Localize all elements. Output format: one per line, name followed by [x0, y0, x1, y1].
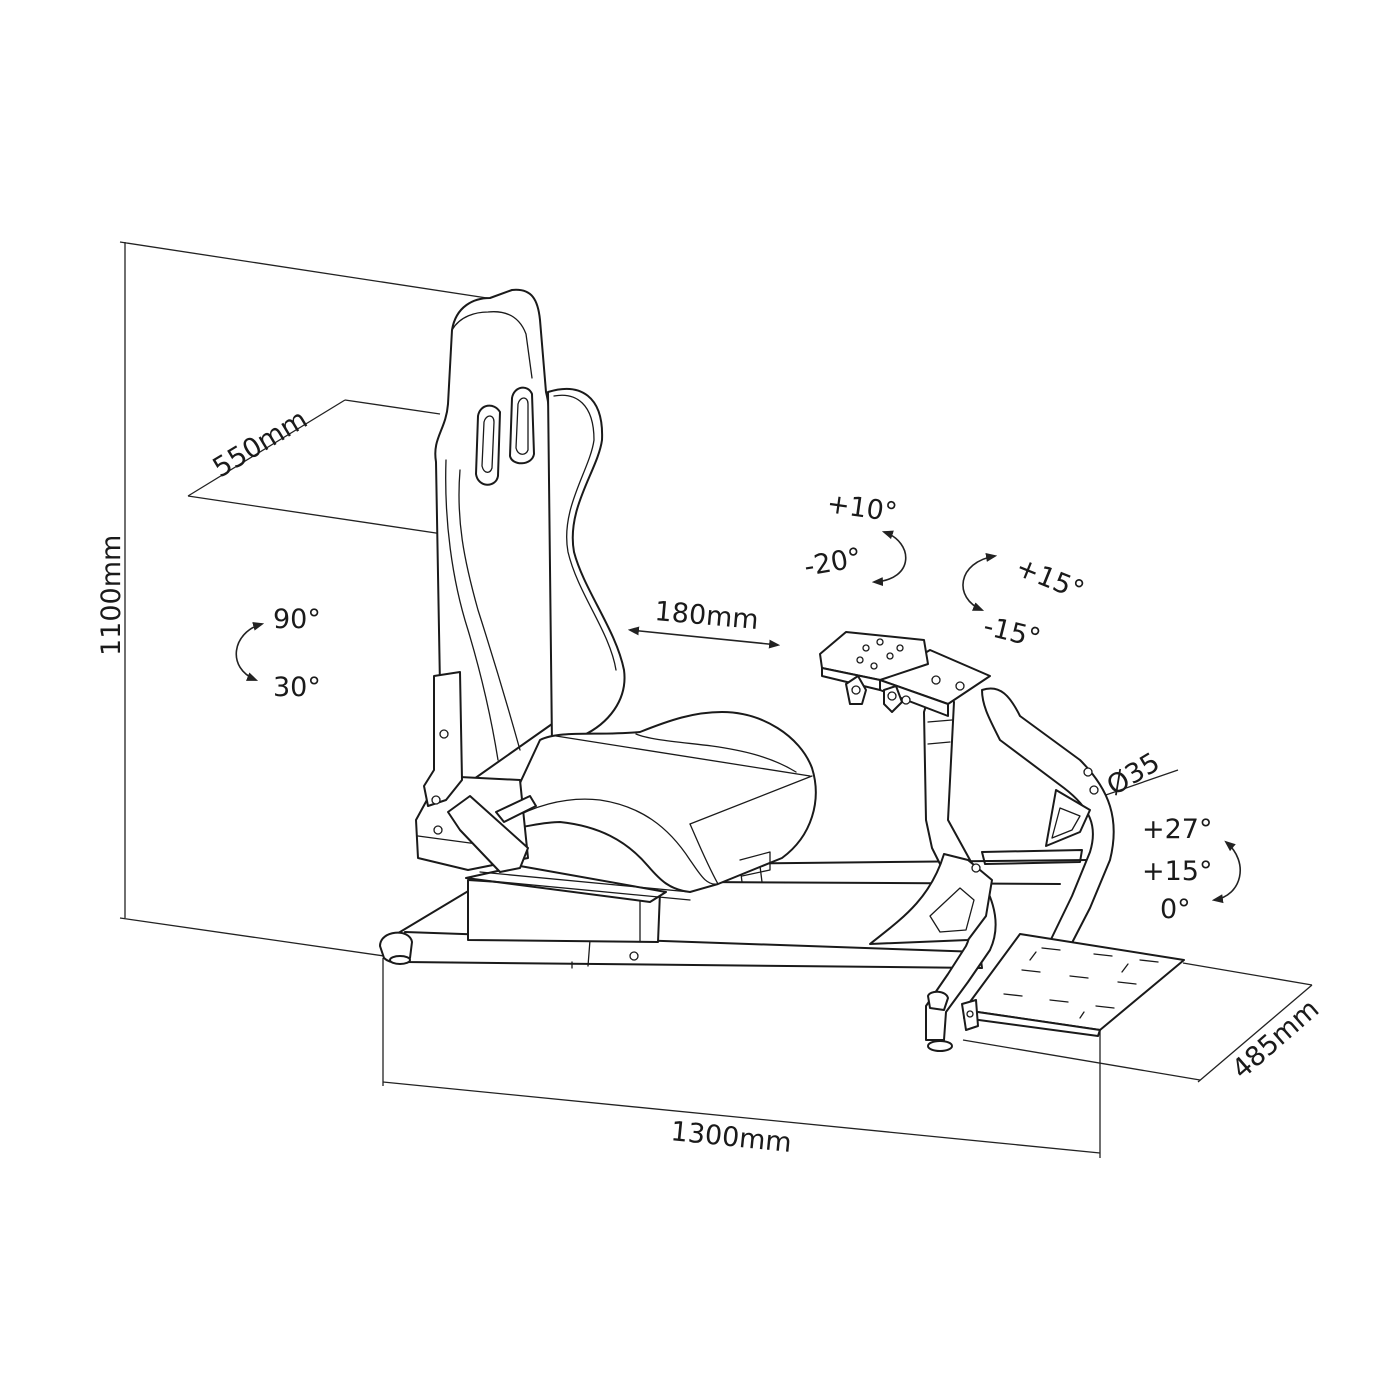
wheel-tilt-up-angle: +10° [825, 488, 899, 529]
height-label: 1100mm [96, 535, 127, 656]
seat-width-label: 550mm [208, 404, 313, 484]
seat-slide-label: 180mm [653, 596, 759, 636]
pedal-tilt-min-angle: 0° [1160, 894, 1191, 925]
pedal-tilt-mid-angle: +15° [1142, 856, 1212, 887]
dimension-lines [119, 241, 1313, 1158]
wheel-rotation-minus-angle: -15° [980, 611, 1043, 655]
length-label: 1300mm [669, 1116, 793, 1159]
wheel-rotation-plus-angle: +15° [1011, 552, 1088, 607]
pedal-plate-slots [1003, 947, 1159, 1019]
racing-seat [415, 288, 817, 901]
wheel-stand [819, 631, 1115, 1041]
wheel-tilt-down-angle: -20° [802, 542, 864, 583]
pedal-plate [927, 933, 1185, 1052]
rotation-arrows [235, 530, 1242, 904]
pedal-tilt-max-angle: +27° [1142, 814, 1212, 845]
pedal-depth-label: 485mm [1226, 994, 1325, 1086]
backrest-max-angle: 90° [273, 604, 321, 635]
backrest-min-angle: 30° [273, 672, 321, 703]
